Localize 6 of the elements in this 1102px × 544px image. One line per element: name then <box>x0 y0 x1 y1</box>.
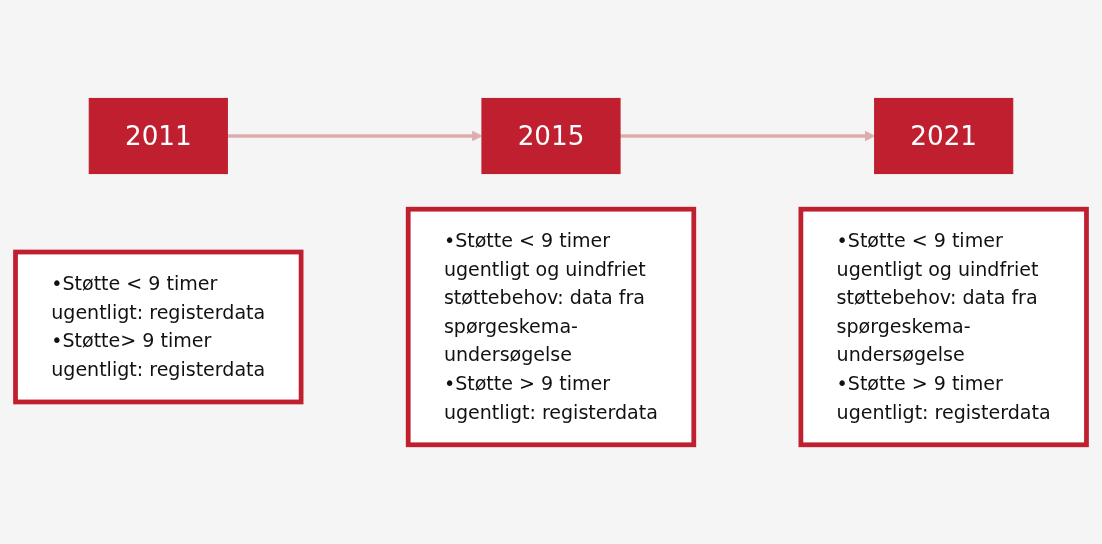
node-box: •Støtte < 9 timer ugentligt: registerdata •Støtte> 9 timer ugentligt: registerdata <box>13 250 304 405</box>
node-box: 2021 <box>874 98 1014 175</box>
node-box: •Støtte < 9 timer ugentligt og uindfriet støttebehov: data fra spørgeskema-undersøgelse •Støtte > 9 timer ugentligt: registerdata <box>405 207 697 448</box>
node-box: 2015 <box>481 98 621 175</box>
node-box: 2011 <box>88 98 228 175</box>
node-box: •Støtte < 9 timer ugentligt og uindfriet støttebehov: data fra spørgeskema-undersøgelse •Støtte > 9 timer ugentligt: registerdata <box>798 207 1089 448</box>
